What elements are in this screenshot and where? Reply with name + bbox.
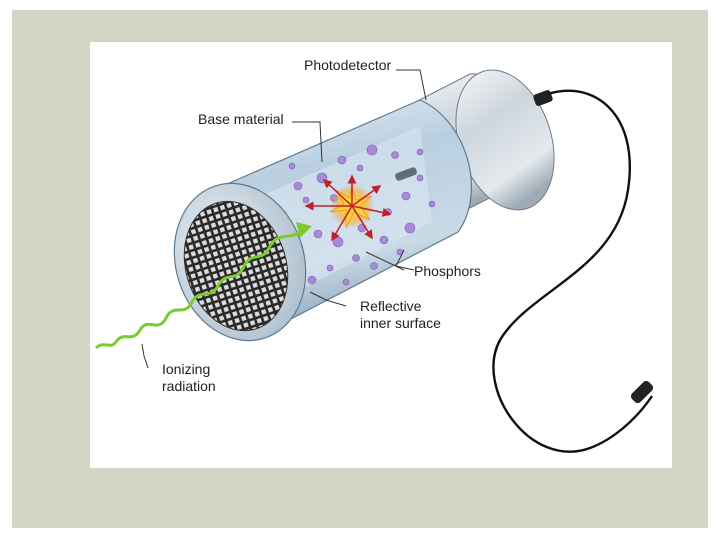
label-phosphors: Phosphors [414, 263, 481, 279]
label-ionizing-line2: radiation [162, 378, 216, 394]
cable-connector-icon [629, 379, 654, 404]
label-base-material: Base material [198, 111, 284, 127]
label-reflective-line1: Reflective [360, 298, 422, 314]
label-photodetector: Photodetector [304, 57, 392, 73]
label-reflective-line2: inner surface [360, 315, 441, 331]
label-ionizing-line1: Ionizing [162, 361, 210, 377]
